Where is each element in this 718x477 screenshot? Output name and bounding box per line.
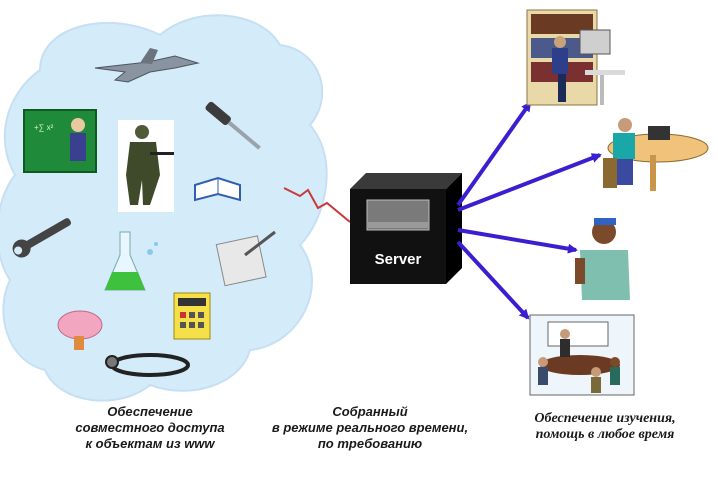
caption-line: по требованию [317,436,423,451]
caption-line: Обеспечение [107,404,193,419]
flask-icon [104,231,158,291]
caption-line: Обеспечение изучения, [534,411,676,426]
caption-shared-access: Обеспечение совместного доступа к объект… [40,404,260,452]
teacher-chalkboard-icon: +∑ x² [23,109,97,173]
brain-icon [57,310,103,350]
screwdriver-icon [205,101,261,150]
svg-text:+∑ x²: +∑ x² [34,123,54,132]
arrow-to-laptop [457,153,602,212]
student-laptop-icon [603,118,709,191]
fighter-jet-icon [94,48,200,83]
caption-learning-support: Обеспечение изучения, помощь в любое вре… [500,411,710,443]
server-label: Server [375,251,422,268]
caption-line: совместного доступа [75,420,225,435]
arrow-to-library [456,101,532,207]
connection-link [283,187,351,223]
stethoscope-icon [105,353,190,377]
wrench-icon [12,218,72,258]
presenter-icon [575,218,630,300]
arrow-to-meeting [456,240,530,320]
caption-line: Собранный [332,404,408,419]
caption-line: помощь в любое время [535,427,675,442]
paper-pencil-icon [215,230,276,287]
meeting-room-icon [529,314,635,396]
caption-line: к объектам из www [85,436,215,451]
open-book-icon [194,176,241,202]
soldier-icon [118,120,174,212]
caption-assembled: Собранный в режиме реального времени, по… [255,404,485,452]
arrow-to-presenter [457,228,578,254]
calculator-icon [173,292,211,340]
library-student-icon [526,9,625,106]
server-box [350,173,462,284]
caption-line: в режиме реального времени, [271,420,469,435]
